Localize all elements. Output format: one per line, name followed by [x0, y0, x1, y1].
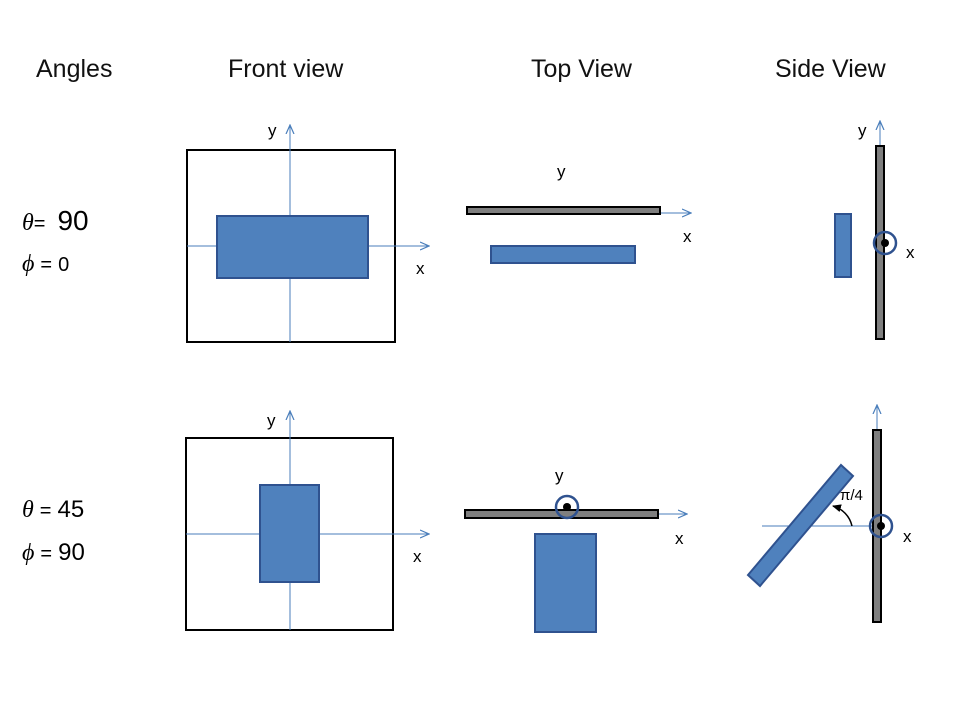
- x-axis-label: x: [675, 529, 684, 548]
- angle-arc: [832, 504, 853, 527]
- plate: [490, 245, 636, 264]
- phi-equals: =: [40, 254, 53, 276]
- y-axis-label: y: [858, 121, 867, 140]
- header-top-view: Top View: [531, 55, 632, 83]
- x-axis-label: x: [416, 259, 425, 278]
- x-axis-label: x: [413, 547, 422, 566]
- row2-top-view: y x: [464, 466, 686, 633]
- theta-value: 90: [57, 205, 89, 236]
- y-axis-label: y: [555, 466, 564, 485]
- plate: [834, 213, 852, 278]
- phi-equals: =: [40, 543, 53, 565]
- theta-symbol: θ: [22, 210, 34, 236]
- row1-theta: θ= 90: [22, 205, 89, 236]
- y-axis-label: y: [267, 411, 276, 430]
- phi-symbol: ϕ: [22, 540, 35, 566]
- out-of-page-x-icon: [868, 513, 894, 539]
- tilted-plate: [746, 463, 855, 588]
- y-axis-label: y: [268, 121, 277, 140]
- out-of-page-dot-icon: [881, 239, 889, 247]
- sensor-bar: [466, 206, 661, 215]
- theta-equals: =: [39, 500, 52, 522]
- out-of-page-dot-icon: [563, 503, 571, 511]
- phi-symbol: ϕ: [22, 251, 35, 277]
- header-side-view: Side View: [775, 55, 886, 83]
- row1-side-view: y x: [834, 121, 915, 340]
- row2-phi: ϕ = 90: [22, 539, 85, 566]
- plate: [216, 215, 369, 279]
- row1-front-view: y x: [186, 121, 428, 343]
- y-axis-label: y: [557, 162, 566, 181]
- header-front-view: Front view: [228, 55, 344, 83]
- phi-value: 0: [58, 254, 70, 276]
- x-axis-label: x: [906, 243, 915, 262]
- row1-top-view: y x: [466, 162, 692, 264]
- theta-symbol: θ: [22, 497, 34, 523]
- sensor-bar: [464, 509, 659, 519]
- out-of-page-y-icon: [554, 494, 580, 520]
- theta-value: 45: [57, 496, 85, 523]
- header-angles: Angles: [36, 55, 113, 83]
- plate: [259, 484, 320, 583]
- phi-value: 90: [58, 539, 85, 566]
- angle-label: π/4: [840, 487, 863, 504]
- theta-equals: =: [33, 213, 46, 235]
- row2-theta: θ = 45: [22, 496, 85, 523]
- plate: [534, 533, 597, 633]
- row2-front-view: y x: [185, 411, 428, 631]
- x-axis-label: x: [683, 227, 692, 246]
- row1-phi: ϕ = 0: [22, 252, 69, 276]
- out-of-page-x-icon: [872, 230, 898, 256]
- row2-side-view: π/4 x: [746, 406, 912, 623]
- x-axis-label: x: [903, 527, 912, 546]
- out-of-page-dot-icon: [877, 522, 885, 530]
